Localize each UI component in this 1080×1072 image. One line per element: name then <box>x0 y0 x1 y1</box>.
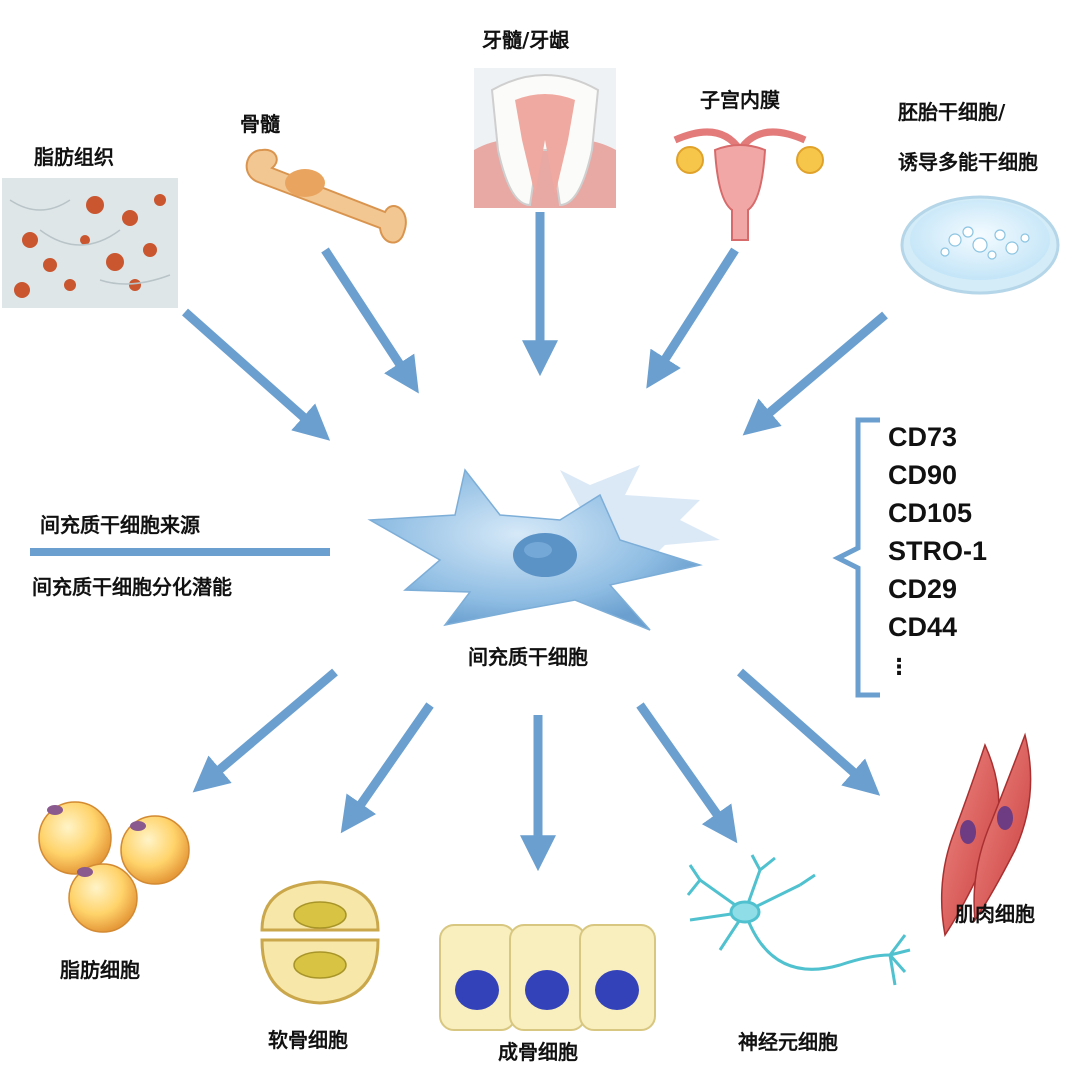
label-induced-pluripotent: 诱导多能干细胞 <box>898 150 1038 174</box>
label-neuron: 神经元细胞 <box>738 1030 838 1054</box>
label-mesenchymal-stem-cell: 间充质干细胞 <box>468 645 588 669</box>
tooth-image <box>474 68 616 208</box>
neuron-image <box>686 854 911 986</box>
marker-bracket <box>832 417 880 698</box>
label-osteoblast: 成骨细胞 <box>498 1040 578 1064</box>
label-muscle-cell: 肌肉细胞 <box>955 902 1035 926</box>
label-adipocyte: 脂肪细胞 <box>60 958 140 982</box>
marker-cd44: CD44 <box>888 612 958 642</box>
label-endometrium: 子宫内膜 <box>700 88 780 112</box>
marker-stro1: STRO-1 <box>888 536 988 566</box>
marker-cd29: CD29 <box>888 574 958 604</box>
label-dental-pulp-gingiva: 牙髓/牙龈 <box>482 28 570 52</box>
differentiation-arrows <box>192 668 881 872</box>
osteoblast-image <box>439 924 656 1031</box>
marker-cd105: CD105 <box>888 498 973 528</box>
legend-source-label: 间充质干细胞来源 <box>40 513 200 537</box>
source-arrows <box>182 212 888 441</box>
label-bone-marrow: 骨髓 <box>240 112 280 136</box>
chondrocyte-image <box>260 880 380 1005</box>
bone-marrow-image <box>245 148 407 244</box>
marker-cd90: CD90 <box>888 460 958 490</box>
adipose-tissue-image <box>2 178 178 308</box>
label-embryonic-stem-cell: 胚胎干细胞/ <box>898 100 1006 124</box>
adipocyte-image <box>38 801 190 933</box>
label-adipose-tissue: 脂肪组织 <box>34 145 114 169</box>
mesenchymal-stem-cell-image <box>367 465 720 631</box>
muscle-cell-image <box>940 732 1032 937</box>
uterus-image <box>673 128 824 241</box>
marker-ellipsis: ⋮ <box>888 654 910 679</box>
label-chondrocyte: 软骨细胞 <box>268 1028 348 1052</box>
legend-potential-label: 间充质干细胞分化潜能 <box>32 575 232 599</box>
marker-cd73: CD73 <box>888 422 958 452</box>
petri-dish-image <box>900 195 1060 295</box>
